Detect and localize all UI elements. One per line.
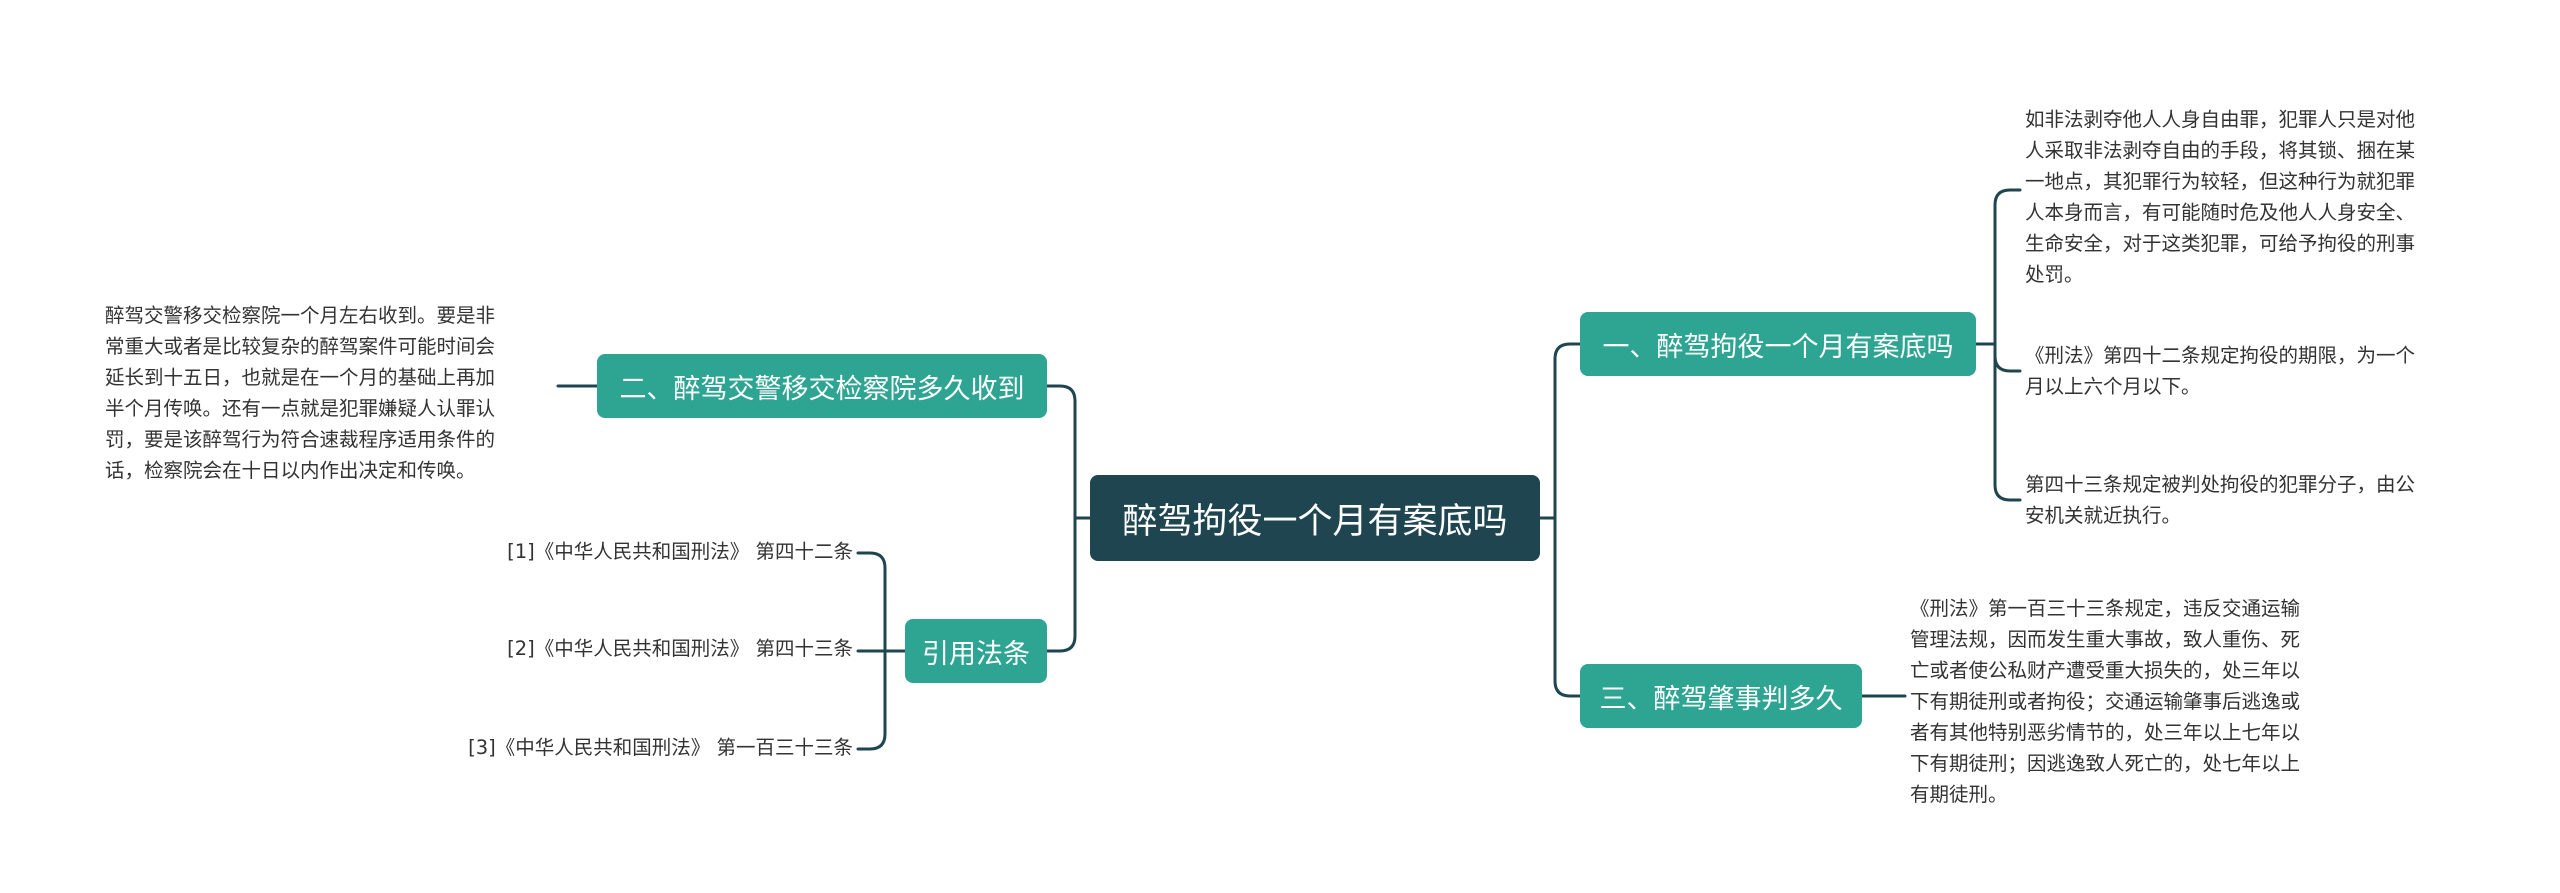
citation-item: [3]《中华人民共和国刑法》 第一百三十三条 <box>468 736 853 759</box>
connector-leaf-r2 <box>1993 342 2022 373</box>
branch-accident-sentence-label: 三、醉驾肇事判多久 <box>1599 683 1843 715</box>
branch-accident-sentence[interactable]: 三、醉驾肇事判多久 <box>1580 664 1862 728</box>
connector-cite-1 <box>856 551 887 653</box>
root-topic[interactable]: 醉驾拘役一个月有案底吗 <box>1090 475 1540 561</box>
citation-item: [2]《中华人民共和国刑法》 第四十三条 <box>507 637 853 660</box>
connector-leaf-r3 <box>1993 342 2022 502</box>
connector-root-right-top <box>1538 342 1582 520</box>
connector-cite-3 <box>856 649 887 751</box>
leaf-article-133-note: 《刑法》第一百三十三条规定，违反交通运输 管理法规，因而发生重大事故，致人重伤、… <box>1910 597 2301 806</box>
leaf-article-42-note: 《刑法》第四十二条规定拘役的期限，为一个 月以上六个月以下。 <box>2025 344 2416 398</box>
connector-root-left-bottom <box>1045 516 1077 653</box>
branch-criminal-record-label: 一、醉驾拘役一个月有案底吗 <box>1602 331 1954 363</box>
root-topic-label: 醉驾拘役一个月有案底吗 <box>1122 501 1508 542</box>
branch-cited-laws[interactable]: 引用法条 <box>905 619 1047 683</box>
branch-criminal-record[interactable]: 一、醉驾拘役一个月有案底吗 <box>1580 312 1976 376</box>
leaf-illegal-detention-note: 如非法剥夺他人人身自由罪，犯罪人只是对他 人采取非法剥夺自由的手段，将其锁、捆在… <box>2025 108 2416 286</box>
connector-root-left-top <box>1045 384 1092 520</box>
leaf-article-43-note: 第四十三条规定被判处拘役的犯罪分子，由公 安机关就近执行。 <box>2025 473 2416 527</box>
branch-cited-laws-label: 引用法条 <box>922 638 1030 670</box>
citation-item: [1]《中华人民共和国刑法》 第四十二条 <box>507 540 853 563</box>
branch-procuratorate-transfer[interactable]: 二、醉驾交警移交检察院多久收到 <box>597 354 1047 418</box>
branch-procuratorate-transfer-label: 二、醉驾交警移交检察院多久收到 <box>619 373 1025 405</box>
leaf-transfer-time-note: 醉驾交警移交检察院一个月左右收到。要是非 常重大或者是比较复杂的醉驾案件可能时间… <box>105 304 496 482</box>
connector-root-right-bottom <box>1553 516 1582 698</box>
connector-leaf-r1 <box>1993 188 2022 346</box>
